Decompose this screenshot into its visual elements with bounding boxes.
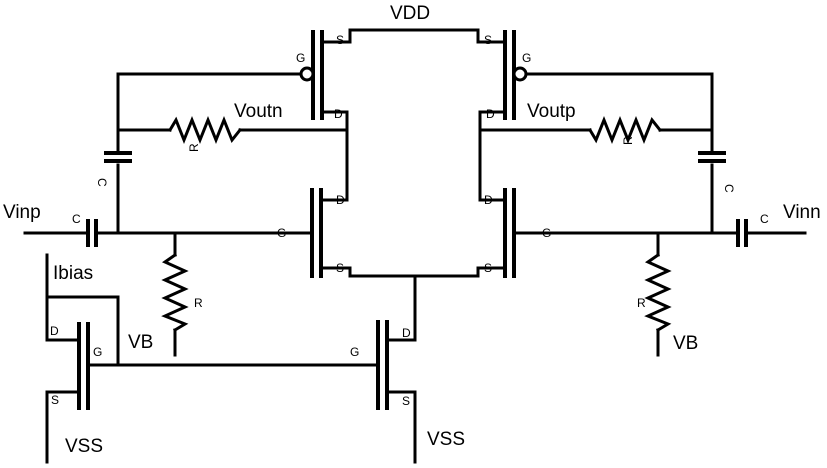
capacitor-vinp [86, 219, 98, 247]
resistor-left-bias [161, 252, 189, 333]
capacitor-right-feedback [698, 151, 726, 163]
tail-node [326, 266, 502, 342]
right-feedback-net [524, 72, 714, 235]
resistor-left-feedback-label: R [187, 143, 201, 152]
resistor-left-bias-label: R [194, 296, 203, 310]
nmos-diff-right [495, 188, 516, 278]
vss-left-wire [45, 390, 72, 464]
resistor-left-feedback [167, 115, 243, 145]
pmos-right-d-pin: D [486, 107, 495, 121]
nmos-diff-left [310, 188, 332, 278]
pmos-left-gate-bubble [299, 66, 315, 82]
ibias-label: Ibias [53, 263, 93, 284]
voutp-node [478, 110, 592, 202]
nmos-mirror-left-d-pin: D [50, 324, 59, 338]
resistor-right-feedback [587, 115, 663, 145]
nmos-tail-g-pin: G [350, 345, 359, 359]
ibias-net [45, 253, 120, 367]
vinp-label: Vinp [3, 202, 41, 223]
resistor-right-bias [644, 252, 672, 333]
vdd-rail [326, 28, 502, 44]
nmos-mirror-left-s-pin: S [51, 393, 59, 407]
vdd-label: VDD [390, 3, 430, 24]
nmos-mirror-left [68, 322, 90, 410]
resistor-right-bias-label: R [637, 296, 646, 310]
pmos-left-d-pin: D [334, 107, 343, 121]
voutn-label: Voutn [234, 101, 283, 122]
left-feedback-net [116, 72, 303, 235]
vb-left-label: VB [128, 332, 153, 353]
nmos-tail-s-pin: S [402, 394, 410, 408]
vss-right-label: VSS [427, 429, 465, 450]
capacitor-vinn-label: C [760, 212, 769, 226]
pmos-right-s-pin: S [484, 33, 492, 47]
vinn-label: Vinn [783, 202, 821, 223]
nmos-mirror-left-g-pin: G [93, 345, 102, 359]
nmos-diff-right-d-pin: D [484, 193, 493, 207]
capacitor-left-feedback-label: C [95, 178, 109, 187]
capacitor-right-feedback-label: C [722, 184, 736, 193]
resistor-right-feedback-label: R [621, 136, 635, 145]
nmos-diff-left-d-pin: D [336, 193, 345, 207]
capacitor-vinp-label: C [72, 212, 81, 226]
voutp-label: Voutp [527, 101, 576, 122]
vss-right-wire [393, 390, 417, 464]
voutn-node [238, 110, 349, 202]
capacitor-vinn [736, 219, 748, 247]
pmos-right-g-pin: G [522, 51, 531, 65]
vb-right-label: VB [673, 333, 698, 354]
nmos-tail-d-pin: D [402, 326, 411, 340]
pmos-left-s-pin: S [336, 33, 344, 47]
vss-left-label: VSS [65, 436, 103, 457]
pmos-right-gate-bubble [512, 66, 528, 82]
nmos-tail [376, 320, 397, 410]
pmos-left-g-pin: G [296, 51, 305, 65]
capacitor-left-feedback [104, 151, 132, 163]
